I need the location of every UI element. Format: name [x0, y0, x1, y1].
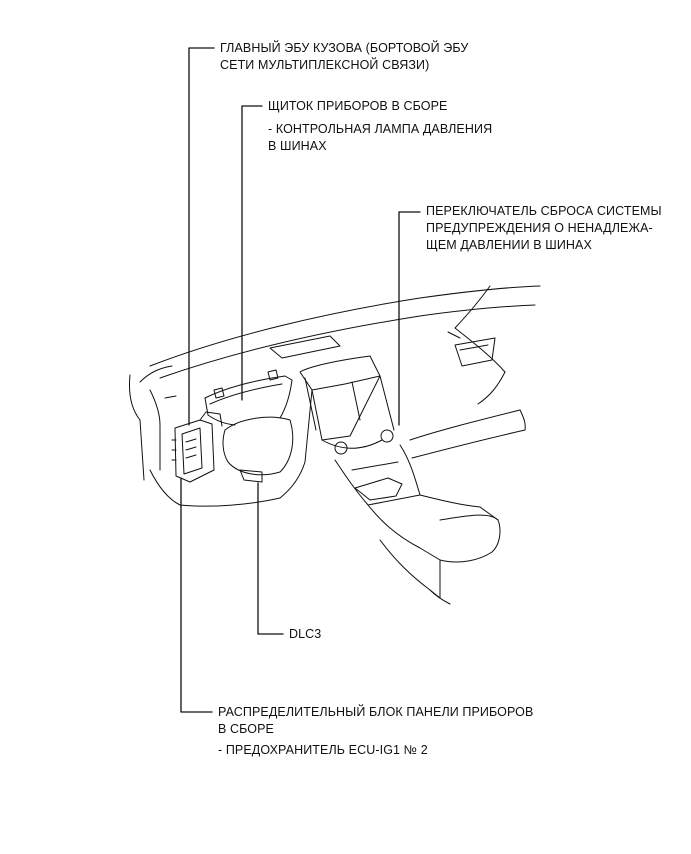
tpms-reset-switch-line2: ПРЕДУПРЕЖДЕНИЯ О НЕНАДЛЕЖА- — [426, 221, 653, 235]
combination-meter-title: ЩИТОК ПРИБОРОВ В СБОРЕ — [268, 99, 448, 113]
combination-meter-sub-line2: В ШИНАХ — [268, 139, 327, 153]
junction-block-line2: В СБОРЕ — [218, 722, 274, 736]
leader-junction-block — [180, 477, 213, 713]
dlc3-line1: DLC3 — [289, 627, 322, 641]
junction-block-label: РАСПРЕДЕЛИТЕЛЬНЫЙ БЛОК ПАНЕЛИ ПРИБОРОВ В… — [218, 704, 533, 759]
leader-dlc3 — [257, 482, 284, 635]
combination-meter-sub-line1: - КОНТРОЛЬНАЯ ЛАМПА ДАВЛЕНИЯ — [268, 122, 493, 136]
leader-tpms-reset-switch — [398, 211, 421, 426]
main-body-ecu-line2: СЕТИ МУЛЬТИПЛЕКСНОЙ СВЯЗИ) — [220, 58, 430, 72]
main-body-ecu-line1: ГЛАВНЫЙ ЭБУ КУЗОВА (БОРТОВОЙ ЭБУ — [220, 41, 469, 55]
junction-block-sub-line: - ПРЕДОХРАНИТЕЛЬ ECU-IG1 № 2 — [218, 743, 428, 757]
leader-main-body-ecu — [188, 47, 215, 426]
tpms-reset-switch-line3: ЩЕМ ДАВЛЕНИИ В ШИНАХ — [426, 238, 592, 252]
junction-block-line1: РАСПРЕДЕЛИТЕЛЬНЫЙ БЛОК ПАНЕЛИ ПРИБОРОВ — [218, 705, 534, 719]
leader-combination-meter — [241, 105, 263, 401]
dlc3-label: DLC3 — [289, 626, 321, 643]
tpms-reset-switch-label: ПЕРЕКЛЮЧАТЕЛЬ СБРОСА СИСТЕМЫ ПРЕДУПРЕЖДЕ… — [426, 203, 662, 254]
dashboard-outline — [129, 285, 541, 605]
combination-meter-label: ЩИТОК ПРИБОРОВ В СБОРЕ - КОНТРОЛЬНАЯ ЛАМ… — [268, 98, 492, 155]
main-body-ecu-label: ГЛАВНЫЙ ЭБУ КУЗОВА (БОРТОВОЙ ЭБУ СЕТИ МУ… — [220, 40, 468, 74]
leader-lines — [180, 47, 421, 713]
tpms-reset-switch-line1: ПЕРЕКЛЮЧАТЕЛЬ СБРОСА СИСТЕМЫ — [426, 204, 662, 218]
